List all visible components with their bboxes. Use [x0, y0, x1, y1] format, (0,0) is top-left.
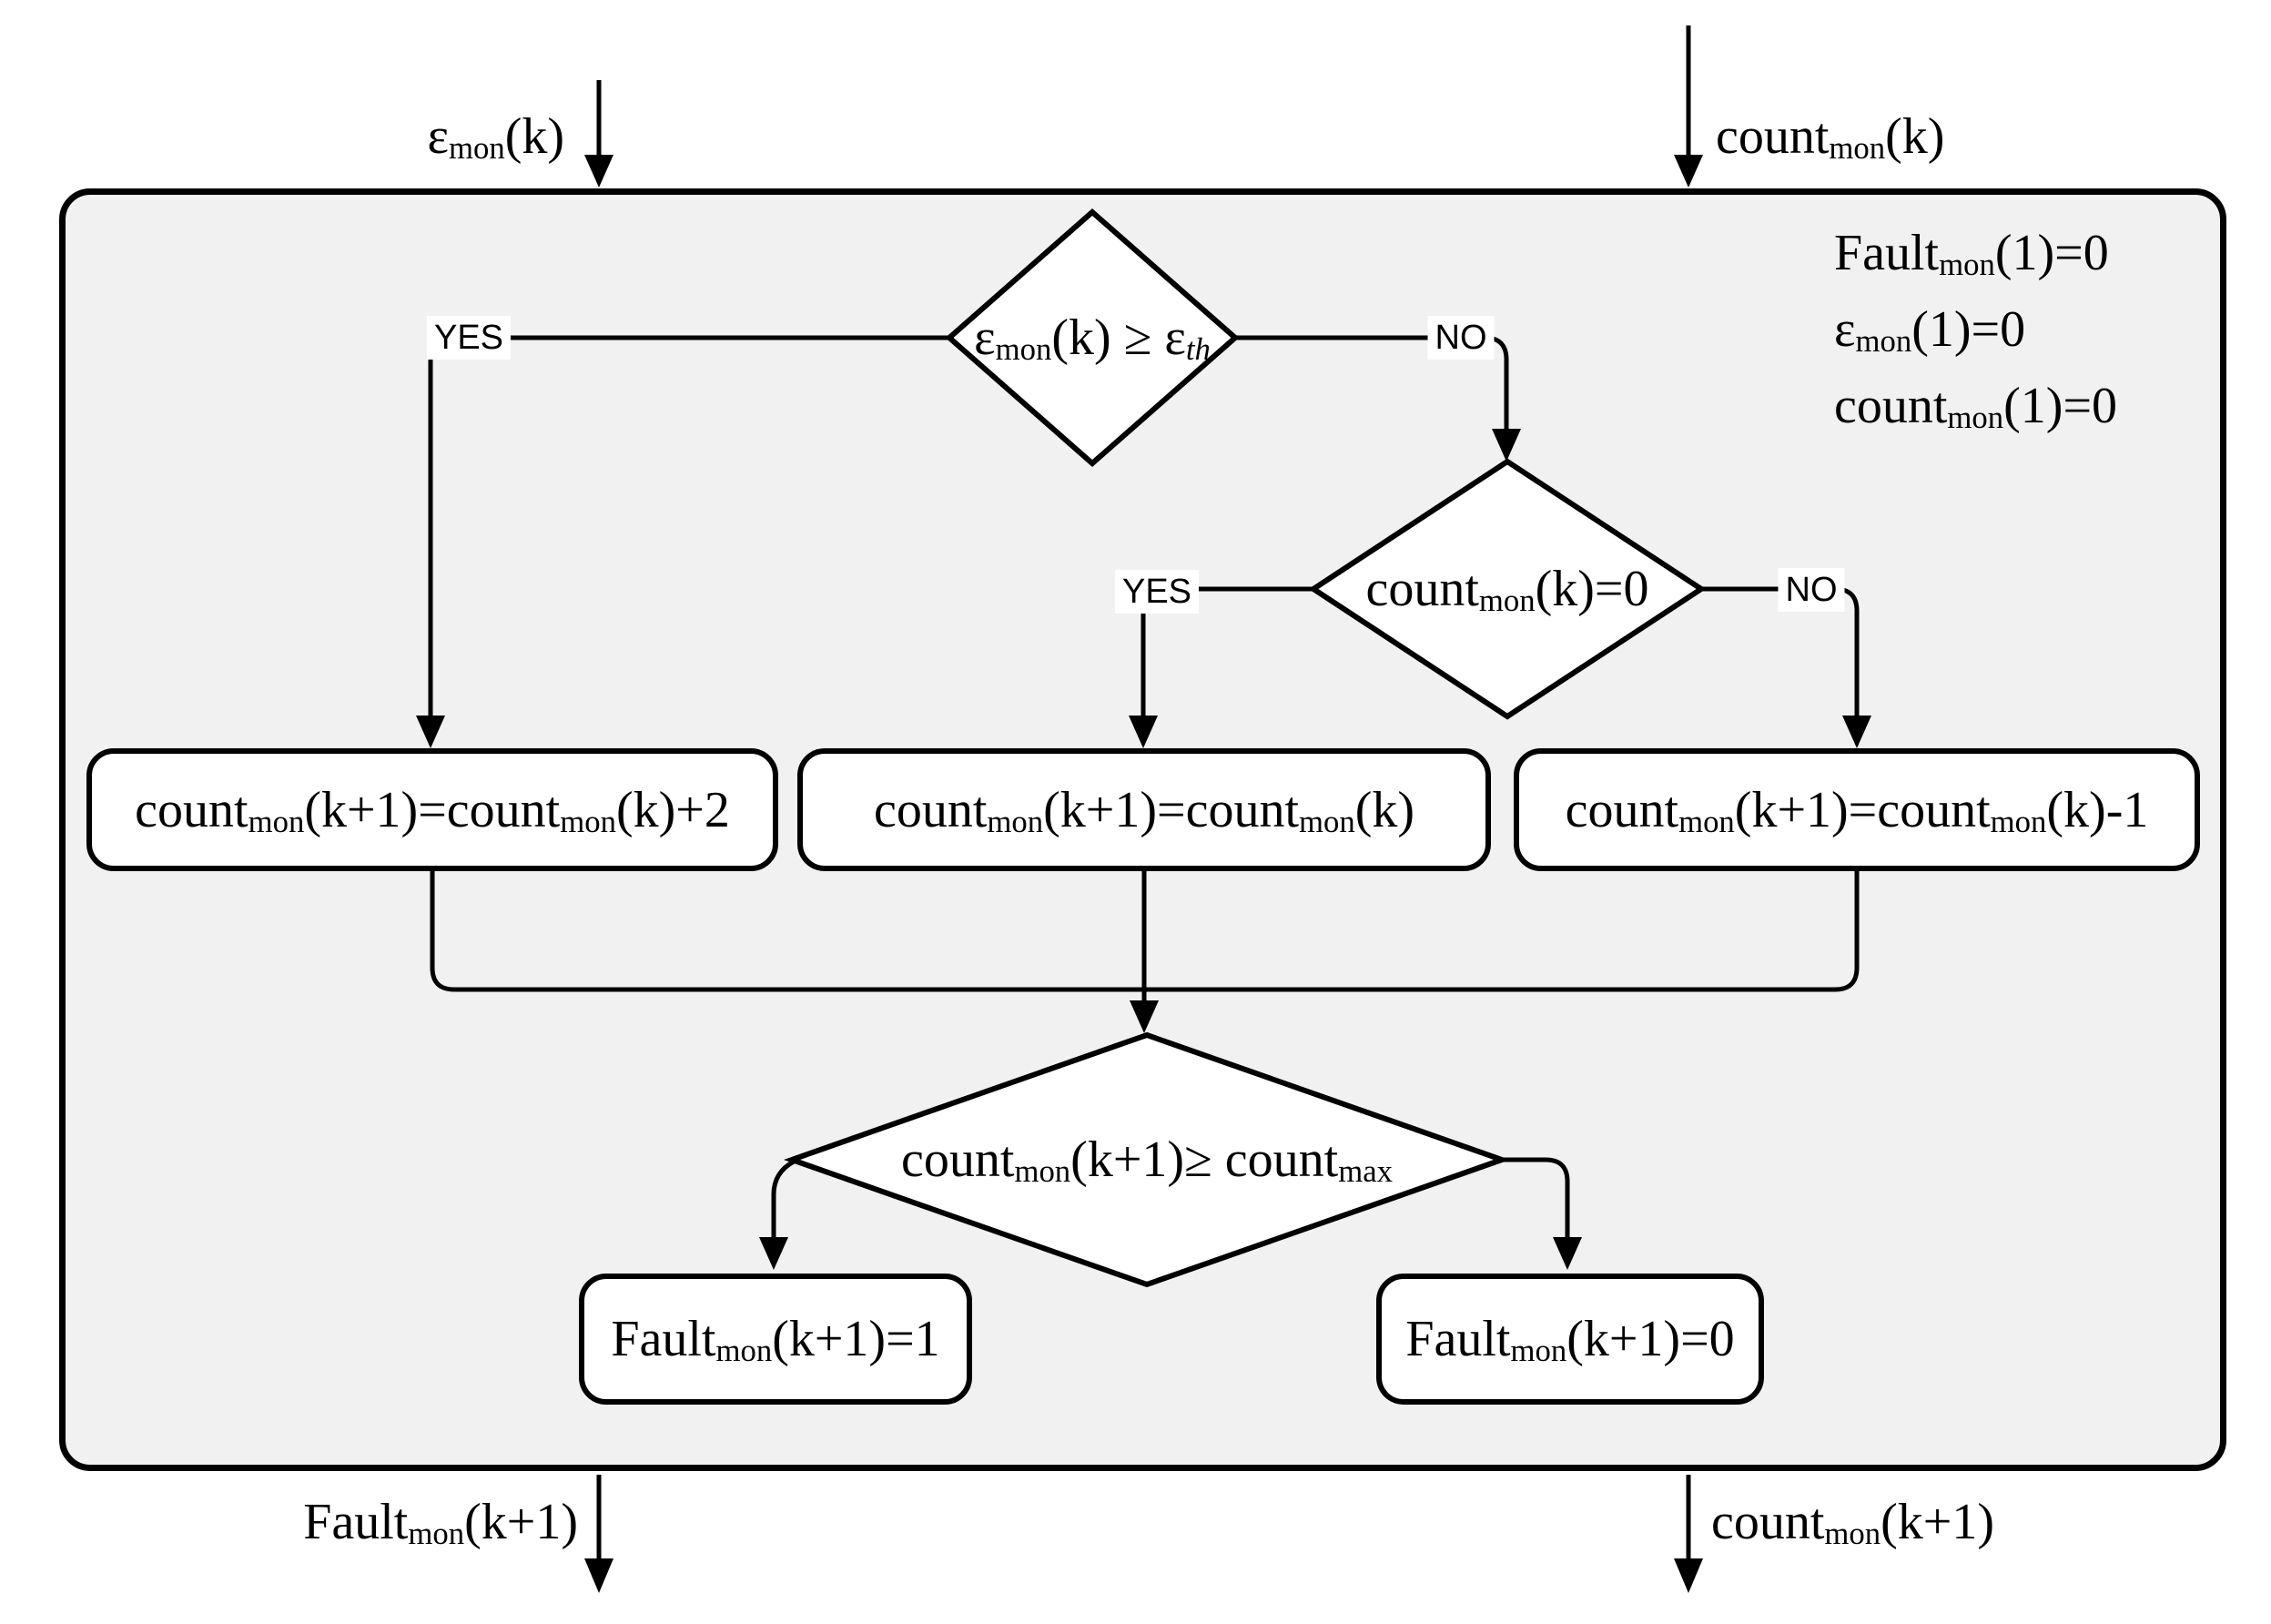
connector-d3-no: [1502, 1157, 1582, 1270]
input-label-epsilon: εmon(k): [200, 105, 564, 181]
process-count-minus1-text: countmon(k+1)=countmon(k)-1: [1565, 781, 2149, 839]
d1-no-label: NO: [1427, 316, 1495, 360]
d3-no-arrowhead-icon: [1553, 1237, 1582, 1270]
d2-yes-label: YES: [1114, 570, 1200, 614]
process-fault-set-text: Faultmon(k+1)=1: [611, 1311, 940, 1369]
init-epsilon-text: εmon(1)=0: [1834, 301, 2026, 360]
connector-d1-yes: [416, 335, 949, 748]
output-fault-arrowhead-icon: [584, 1558, 613, 1593]
connector-d3-yes: [759, 1159, 796, 1270]
init-fault-text: Faultmon(1)=0: [1834, 225, 2109, 283]
output-label-fault-text: Faultmon(k+1): [303, 1494, 578, 1552]
process-count-keep: countmon(k+1)=countmon(k): [797, 748, 1491, 871]
connector-output-fault: [584, 1475, 613, 1593]
input-epsilon-arrowhead-icon: [584, 155, 613, 188]
process-count-keep-text: countmon(k+1)=countmon(k): [873, 781, 1415, 839]
input-label-count-text: countmon(k): [1716, 108, 1945, 167]
decision-count-max-text: countmon(k+1)≥ countmax: [901, 1132, 1393, 1190]
process-count-plus2: countmon(k+1)=countmon(k)+2: [86, 748, 778, 871]
d1-no-arrowhead-icon: [1492, 429, 1521, 462]
d3-yes-arrowhead-icon: [759, 1237, 788, 1270]
connector-input-count: [1674, 25, 1703, 188]
output-label-fault: Faultmon(k+1): [214, 1490, 578, 1567]
connector-input-epsilon: [584, 80, 613, 188]
process-count-minus1: countmon(k+1)=countmon(k)-1: [1514, 748, 2200, 871]
output-label-count: countmon(k+1): [1711, 1490, 1994, 1567]
decision-count-zero-shape: [1308, 458, 1707, 720]
connector-d2-no: [1701, 586, 1871, 748]
process-fault-clear-text: Faultmon(k+1)=0: [1405, 1311, 1735, 1369]
decision-epsilon-threshold-label: εmon(k) ≥ εth: [922, 212, 1262, 463]
merge-arrowhead-icon: [1130, 1000, 1159, 1033]
input-label-count: countmon(k): [1716, 105, 1944, 181]
connector-output-count: [1674, 1475, 1703, 1593]
init-epsilon-line: εmon(1)=0: [1834, 298, 2117, 374]
connector-merge: [430, 871, 1860, 1033]
input-label-epsilon-text: εmon(k): [427, 108, 564, 167]
d1-yes-arrowhead-icon: [416, 716, 445, 748]
d3-no-line: [1502, 1157, 1570, 1239]
decision-count-max-shape: [783, 1031, 1511, 1288]
d2-no-arrowhead-icon: [1842, 716, 1871, 748]
init-count-text: countmon(1)=0: [1834, 378, 2118, 436]
decision-count-zero-text: countmon(k)=0: [1365, 561, 1649, 619]
d3-yes-line: [771, 1159, 796, 1239]
d1-yes-label: YES: [426, 316, 512, 360]
process-fault-clear: Faultmon(k+1)=0: [1376, 1274, 1764, 1405]
process-count-plus2-text: countmon(k+1)=countmon(k)+2: [135, 781, 730, 839]
output-count-arrowhead-icon: [1674, 1558, 1703, 1593]
d1-yes-line: [428, 335, 949, 717]
initial-conditions: Faultmon(1)=0 εmon(1)=0 countmon(1)=0: [1834, 221, 2117, 451]
output-label-count-text: countmon(k+1): [1711, 1494, 1995, 1552]
d2-no-label: NO: [1778, 568, 1845, 612]
init-count-line: countmon(1)=0: [1834, 374, 2117, 451]
input-count-arrowhead-icon: [1674, 155, 1703, 188]
decision-count-max-label: countmon(k+1)≥ countmax: [792, 1035, 1502, 1284]
decision-epsilon-threshold-text: εmon(k) ≥ εth: [974, 310, 1211, 368]
decision-epsilon-threshold-shape: [945, 208, 1240, 467]
init-fault-line: Faultmon(1)=0: [1834, 221, 2117, 298]
d2-yes-arrowhead-icon: [1129, 716, 1158, 748]
decision-count-zero-label: countmon(k)=0: [1304, 462, 1710, 716]
process-fault-set: Faultmon(k+1)=1: [579, 1274, 972, 1405]
